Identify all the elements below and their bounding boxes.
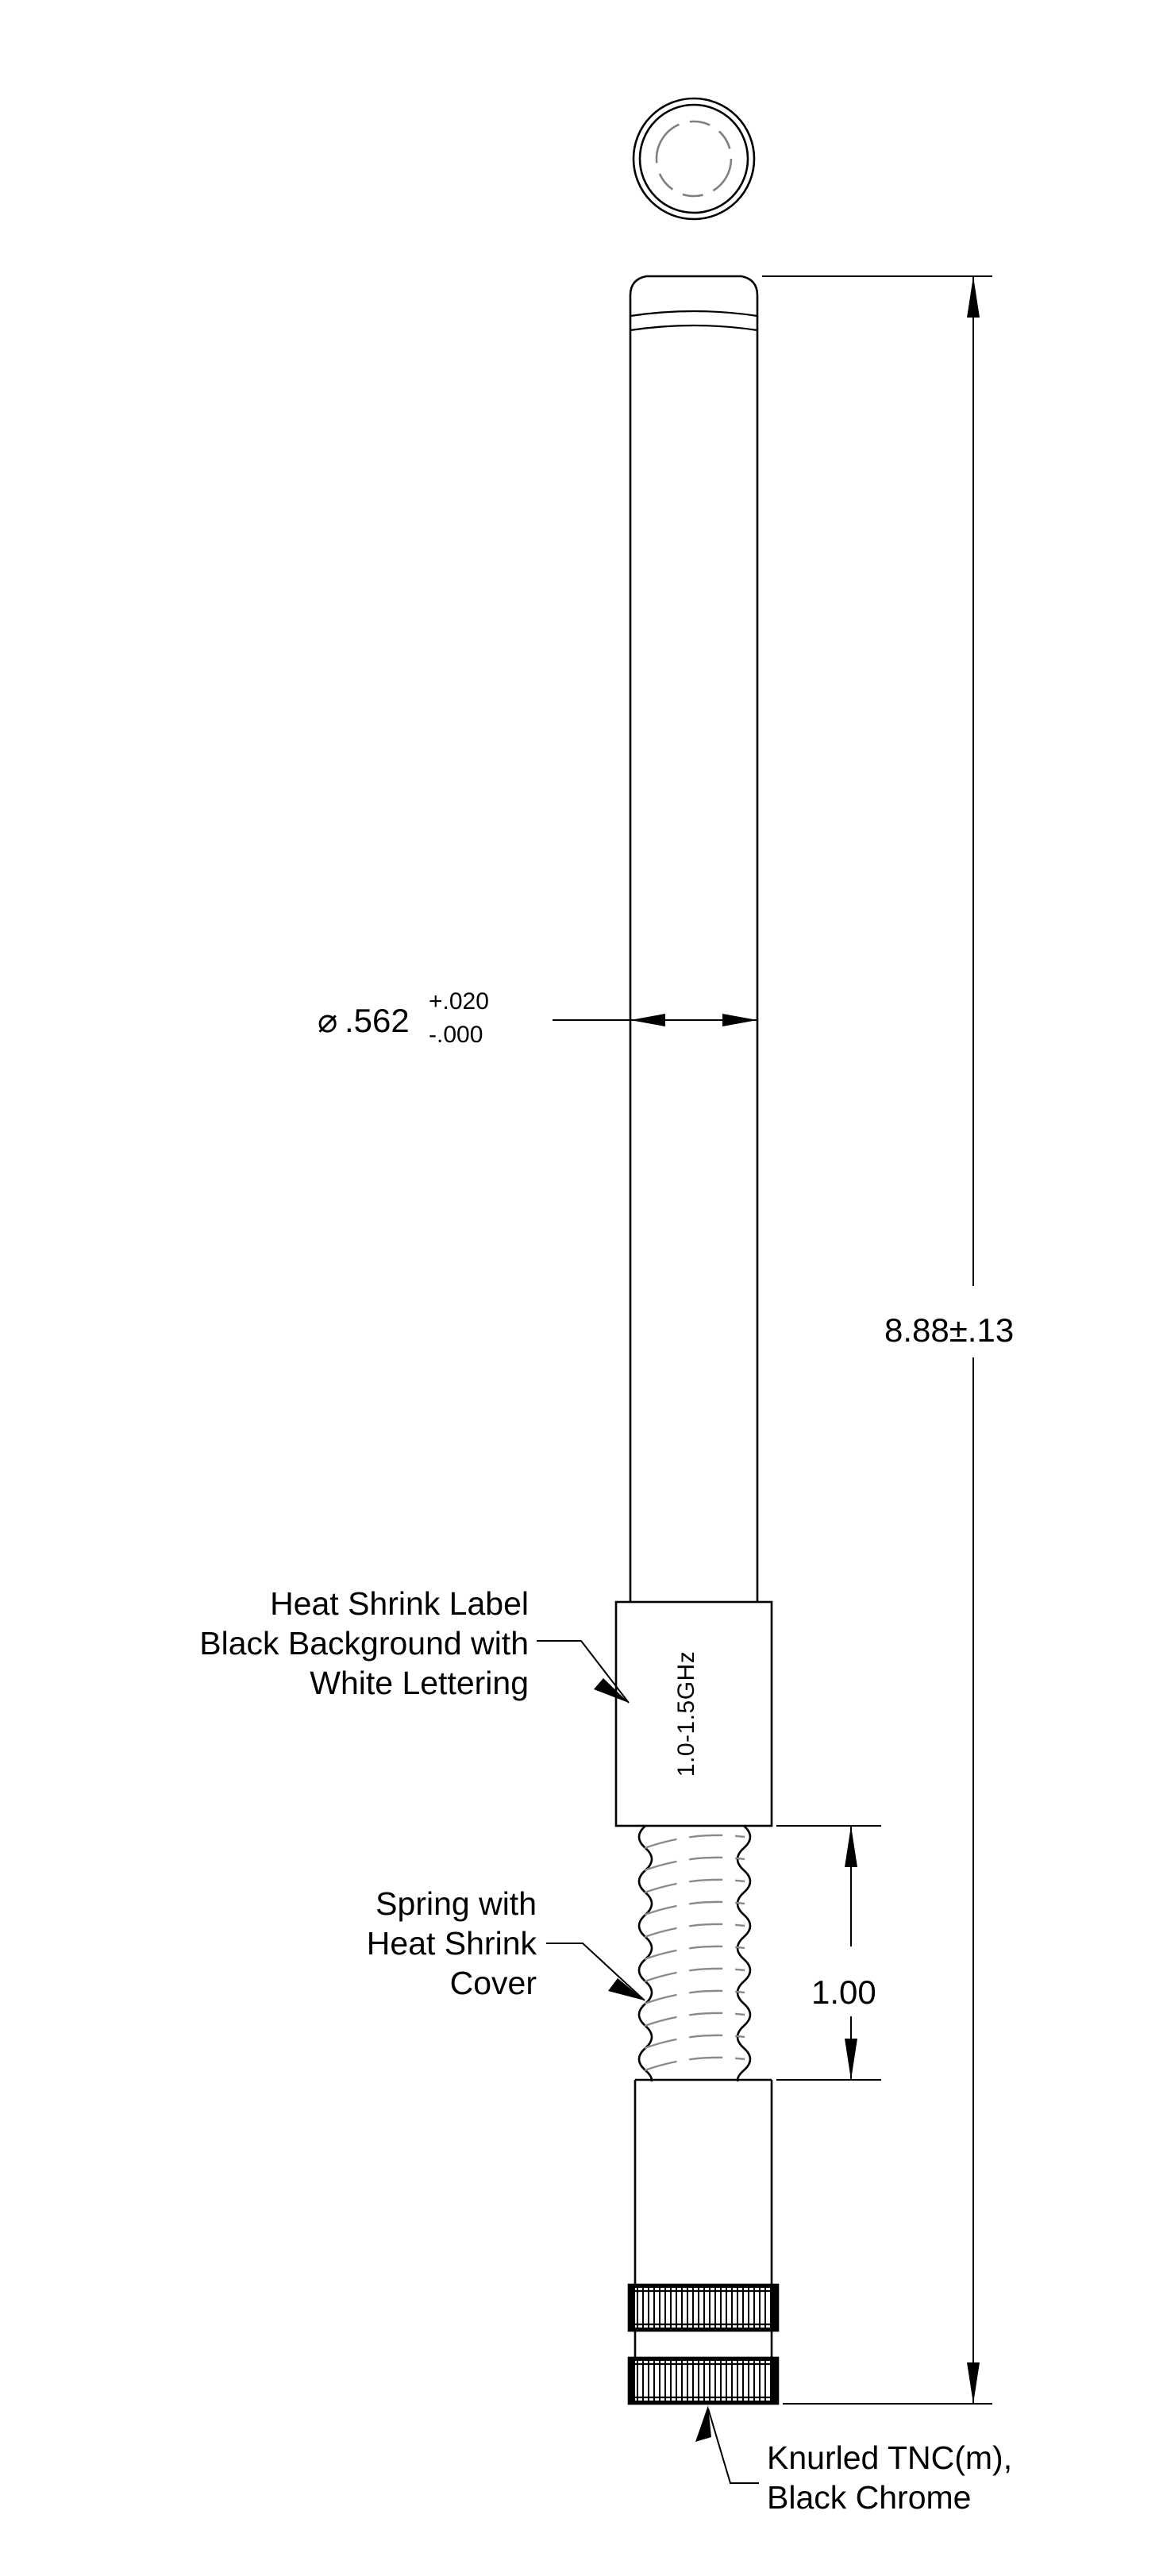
connector-note-line-2: Black Chrome <box>767 2479 971 2516</box>
spring-note-line-1: Spring with <box>375 1885 537 1922</box>
overall-length-value: 8.88±.13 <box>884 1311 1014 1349</box>
connector-note: Knurled TNC(m), Black Chrome <box>695 2405 1012 2516</box>
connector-mid-collar <box>633 2331 773 2358</box>
end-view-circle <box>632 97 756 221</box>
spring-length-dimension: 1.00 <box>776 1825 881 2081</box>
heat-shrink-note-line-3: White Lettering <box>310 1665 529 1701</box>
knurled-band-upper <box>627 2283 780 2332</box>
diameter-nominal-value: .562 <box>345 1002 410 1039</box>
heat-shrink-note-line-1: Heat Shrink Label <box>270 1585 529 1622</box>
connector-body <box>633 2078 773 2285</box>
diameter-dimension-value: ⌀ <box>318 1002 337 1039</box>
heat-shrink-label-note: Heat Shrink Label Black Background with … <box>199 1585 630 1704</box>
spring-section <box>637 1825 752 2081</box>
heat-shrink-note-line-2: Black Background with <box>199 1625 529 1662</box>
diameter-tolerance-minus: -.000 <box>429 1022 483 1048</box>
diameter-tolerance-plus: +.020 <box>429 988 489 1015</box>
spring-length-value: 1.00 <box>811 1973 876 2011</box>
knurled-band-lower <box>627 2356 780 2405</box>
spring-note: Spring with Heat Shrink Cover <box>367 1885 645 2001</box>
spring-note-line-2: Heat Shrink <box>367 1925 537 1962</box>
antenna-radome-tube <box>629 275 759 1602</box>
heat-shrink-label-band: 1.0-1.5GHz <box>614 1600 773 1827</box>
diameter-dimension: ⌀ .562 +.020 -.000 <box>318 953 758 1088</box>
band-frequency-label: 1.0-1.5GHz <box>673 1651 699 1777</box>
connector-note-line-1: Knurled TNC(m), <box>767 2439 1012 2476</box>
overall-length-dimension: 8.88±.13 <box>762 275 1014 2405</box>
spring-note-line-3: Cover <box>450 1965 537 2001</box>
